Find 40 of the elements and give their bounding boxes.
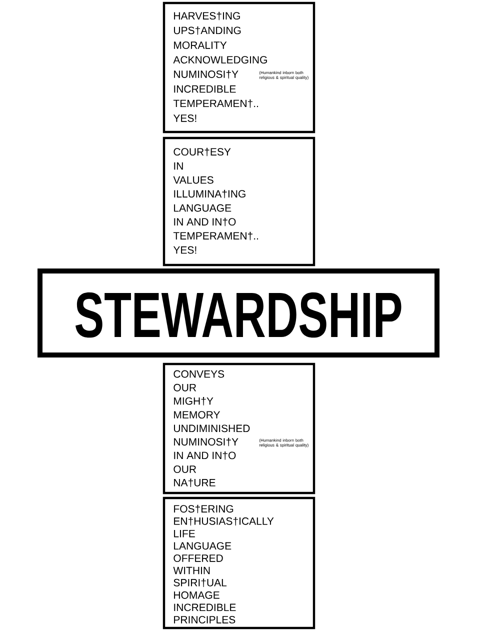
acrostic-line: MEMORY — [174, 411, 220, 419]
acrostic-line: MORALITY — [174, 42, 227, 49]
acrostic-line: NUMINOSI†Y — [174, 70, 238, 79]
acrostic-line: NUMINOSI†Y — [174, 438, 238, 446]
acrostic-line: OFFERED — [174, 554, 223, 562]
acrostic-line: OUR — [174, 466, 196, 473]
acrostic-line: WITHIN — [173, 566, 210, 574]
acrostic-line: VALUES — [173, 176, 214, 184]
acrostic-box — [162, 2, 316, 134]
acrostic-line: FOS†ERING — [174, 504, 234, 514]
acrostic-line: YES! — [173, 114, 196, 122]
acrostic-line: ACKNOWLEDGING — [173, 56, 267, 64]
acrostic-line: EN†HUSIAS†ICALLY — [174, 517, 274, 526]
acrostic-line: YES! — [173, 246, 196, 254]
acrostic-line: LANGUAGE — [174, 204, 232, 212]
acrostic-box — [162, 362, 316, 494]
acrostic-line: COUR†ESY — [174, 148, 231, 156]
acrostic-box — [162, 496, 316, 630]
acrostic-line: LANGUAGE — [174, 542, 232, 550]
title-box: STEWARDSHIP — [38, 268, 440, 358]
acrostic-line: UPS†ANDING — [174, 26, 241, 35]
acrostic-line: IN AND IN†O — [174, 451, 236, 460]
acrostic-line: UNDIMINISHED — [174, 424, 250, 432]
acrostic-line: TEMPERAMEN†.. — [173, 99, 258, 108]
acrostic-line: CONVEYS — [174, 370, 224, 378]
acrostic-line: TEMPERAMEN†.. — [173, 232, 258, 240]
acrostic-line: SPIRI†UAL — [174, 578, 227, 587]
acrostic-line: HARVES†ING — [174, 12, 240, 20]
acrostic-line: IN AND IN†O — [174, 218, 236, 226]
acrostic-line: PRINCIPLES — [174, 616, 236, 624]
acrostic-line: INCREDIBLE — [174, 604, 236, 612]
acrostic-line: NA†URE — [174, 478, 216, 487]
acrostic-box — [162, 136, 316, 266]
acrostic-line: MIGH†Y — [174, 397, 214, 406]
acrostic-line: HOMAGE — [174, 591, 220, 599]
acrostic-line: LIFE — [174, 530, 195, 538]
acrostic-line: INCREDIBLE — [174, 85, 236, 93]
acrostic-line: OUR — [174, 384, 196, 392]
acrostic-line: ILLUMINA†ING — [174, 190, 246, 198]
acrostic-line: IN — [174, 162, 183, 170]
